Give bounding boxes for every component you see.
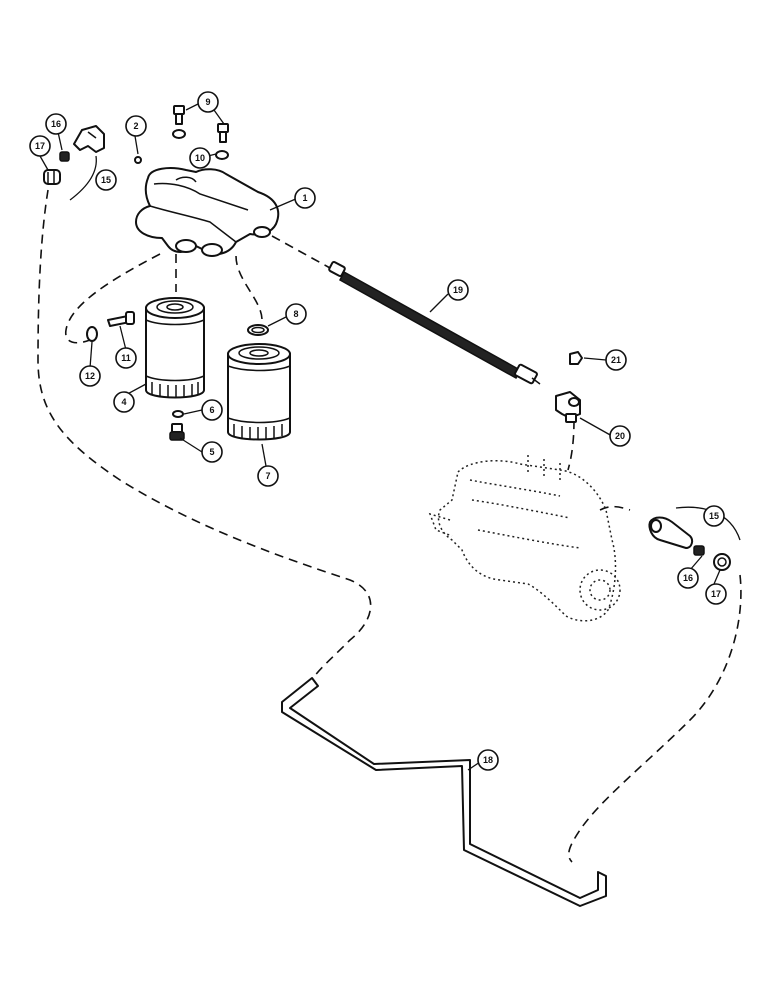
callout-label: 18	[483, 755, 493, 765]
injection-pump	[428, 454, 621, 622]
callout-16-left: 16	[45, 113, 67, 135]
head-to-hose-line	[271, 235, 331, 269]
callout-label: 10	[195, 153, 205, 163]
callout-19: 19	[447, 279, 469, 301]
callout-label: 17	[35, 141, 45, 151]
callout-label: 8	[293, 309, 298, 319]
head-to-bolt-line	[65, 253, 161, 344]
callout-6: 6	[201, 399, 223, 421]
callout-2: 2	[125, 115, 147, 137]
callout-8: 8	[285, 303, 307, 325]
callout-11: 11	[115, 347, 137, 369]
callout-16-right: 16	[677, 567, 699, 589]
fuel-flow-lines	[37, 189, 742, 863]
callout-17-left: 17	[29, 135, 51, 157]
callout-label: 5	[209, 447, 214, 457]
fuel-line-18	[281, 677, 607, 907]
callout-7: 7	[257, 465, 279, 487]
callout-label: 7	[265, 471, 270, 481]
callout-9: 9	[197, 91, 219, 113]
elbow-and-cap	[555, 351, 583, 423]
callout-label: 21	[611, 355, 621, 365]
callout-label: 19	[453, 285, 463, 295]
left-fittings	[43, 125, 105, 201]
elbow-to-pump-line	[567, 419, 575, 471]
callout-label: 11	[121, 353, 131, 363]
small-parts	[86, 311, 269, 441]
callout-5: 5	[201, 441, 223, 463]
callout-label: 16	[51, 119, 61, 129]
callout-1: 1	[294, 187, 316, 209]
callout-10: 10	[189, 147, 211, 169]
head-to-filter7-line	[235, 255, 263, 321]
screws-and-washers	[134, 105, 229, 164]
callout-label: 15	[101, 175, 111, 185]
callout-18: 18	[477, 749, 499, 771]
right-fittings	[648, 506, 741, 571]
callout-4: 4	[113, 391, 135, 413]
callout-label: 9	[205, 97, 210, 107]
callout-label: 6	[209, 405, 214, 415]
callout-21: 21	[605, 349, 627, 371]
callout-label: 16	[683, 573, 693, 583]
callout-12: 12	[79, 365, 101, 387]
callout-label: 20	[615, 431, 625, 441]
callout-label: 2	[133, 121, 138, 131]
callout-label: 1	[302, 193, 307, 203]
filter-4	[145, 297, 205, 399]
fuel-return-line	[37, 189, 372, 681]
callout-label: 17	[711, 589, 721, 599]
callout-17-right: 17	[705, 583, 727, 605]
hose-19	[328, 261, 541, 385]
pump-to-fitting-line	[599, 505, 631, 511]
injection-pump-return-line	[568, 574, 742, 863]
callout-label: 12	[85, 371, 95, 381]
callout-15-left: 15	[95, 169, 117, 191]
callout-15-right: 15	[703, 505, 725, 527]
filter-7	[227, 343, 291, 441]
callout-label: 4	[121, 397, 126, 407]
callout-20: 20	[609, 425, 631, 447]
callout-label: 15	[709, 511, 719, 521]
filter-head	[135, 167, 280, 257]
